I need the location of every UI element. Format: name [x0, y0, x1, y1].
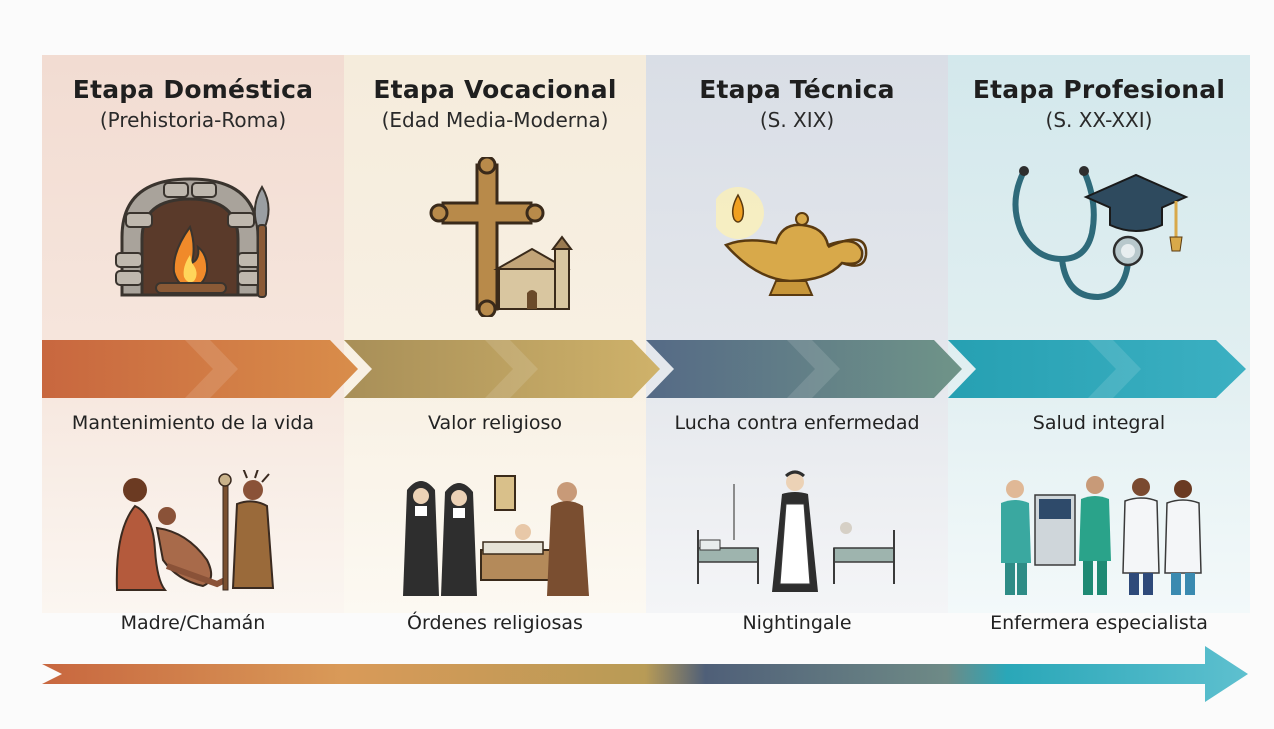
stage-agent: Órdenes religiosas — [407, 612, 583, 634]
stage-tecnica: Etapa Técnica (S. XIX) Lucha contra enfe… — [646, 55, 948, 634]
cross-church-icon — [429, 157, 573, 317]
stage-title: Etapa Profesional — [972, 75, 1226, 104]
specialist-team-icon — [1001, 476, 1202, 595]
stage-agent: Enfermera especialista — [990, 612, 1208, 634]
stage-period: (Edad Media-Moderna) — [381, 108, 609, 132]
stage-value-label: Mantenimiento de la vida — [71, 412, 315, 434]
timeline-arrow — [42, 646, 1248, 702]
nuns-monk-icon — [403, 475, 589, 596]
nightingale-ward-icon — [697, 470, 895, 592]
stage-profesional: Etapa Profesional (S. XX-XXI) Salud inte… — [948, 55, 1250, 634]
stage-title: Etapa Vocacional — [373, 75, 617, 104]
stethoscope-cap-icon — [1012, 166, 1189, 301]
mother-shaman-icon — [115, 470, 275, 591]
stage-period: (S. XX-XXI) — [1045, 108, 1153, 132]
stage-agent: Madre/Chamán — [120, 612, 266, 634]
stage-value-label: Lucha contra enfermedad — [674, 412, 920, 434]
stage-value-label: Valor religioso — [427, 412, 563, 434]
stage-title: Etapa Doméstica — [72, 75, 314, 104]
oil-lamp-icon — [716, 187, 868, 296]
stage-period: (S. XIX) — [759, 108, 835, 132]
stage-period: (Prehistoria-Roma) — [99, 108, 287, 132]
stage-value-label: Salud integral — [1032, 412, 1166, 434]
stage-domestica: Etapa Doméstica (Prehistoria-Roma) Mante… — [42, 55, 344, 634]
hearth-fire-icon — [115, 177, 270, 298]
stage-vocacional: Etapa Vocacional (Edad Media-Moderna) Va… — [344, 55, 646, 634]
stage-agent: Nightingale — [742, 612, 852, 634]
stage-title: Etapa Técnica — [699, 75, 895, 104]
